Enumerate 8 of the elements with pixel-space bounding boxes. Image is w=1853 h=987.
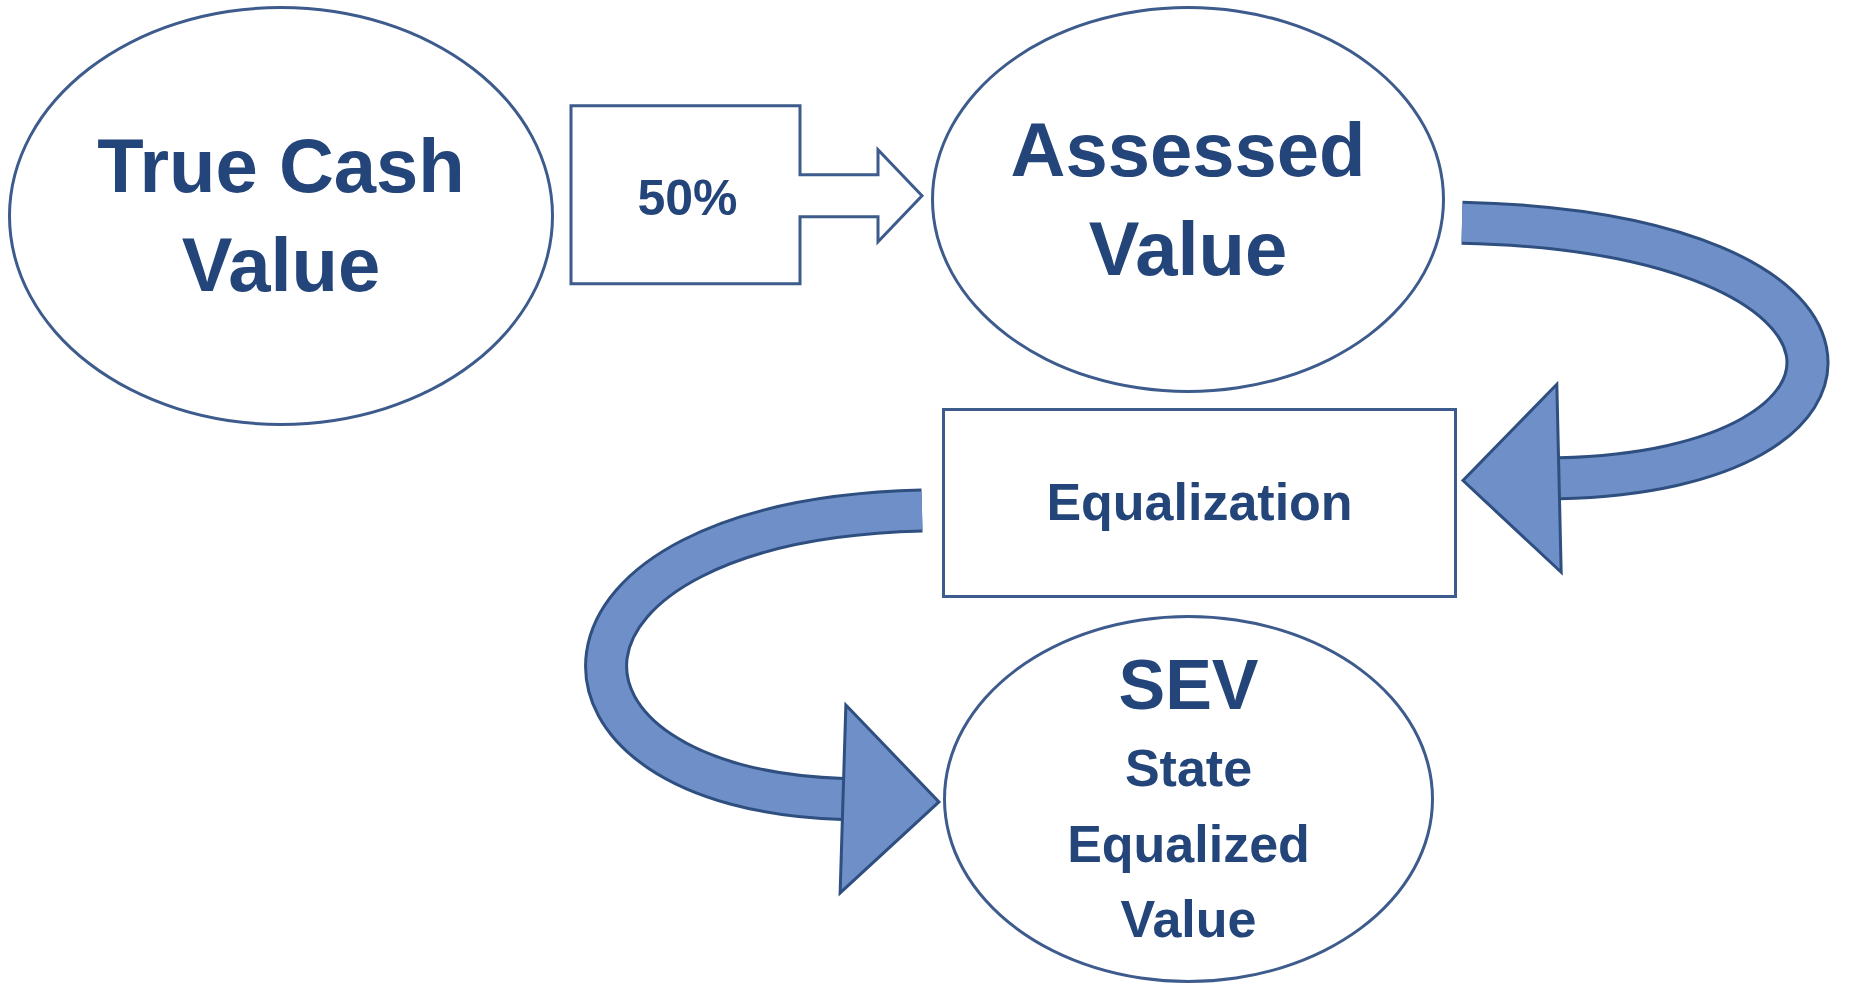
node-subtitle: State Equalized Value [1066,738,1311,951]
node-title: SEV [1118,645,1259,727]
node-title: True Cash Value [96,122,466,309]
node-title: Equalization [1046,472,1353,534]
process-box [942,408,1457,598]
edge-label: 50% [637,168,738,227]
node-title: Assessed Value [1009,105,1367,293]
block-arrow [569,104,925,286]
